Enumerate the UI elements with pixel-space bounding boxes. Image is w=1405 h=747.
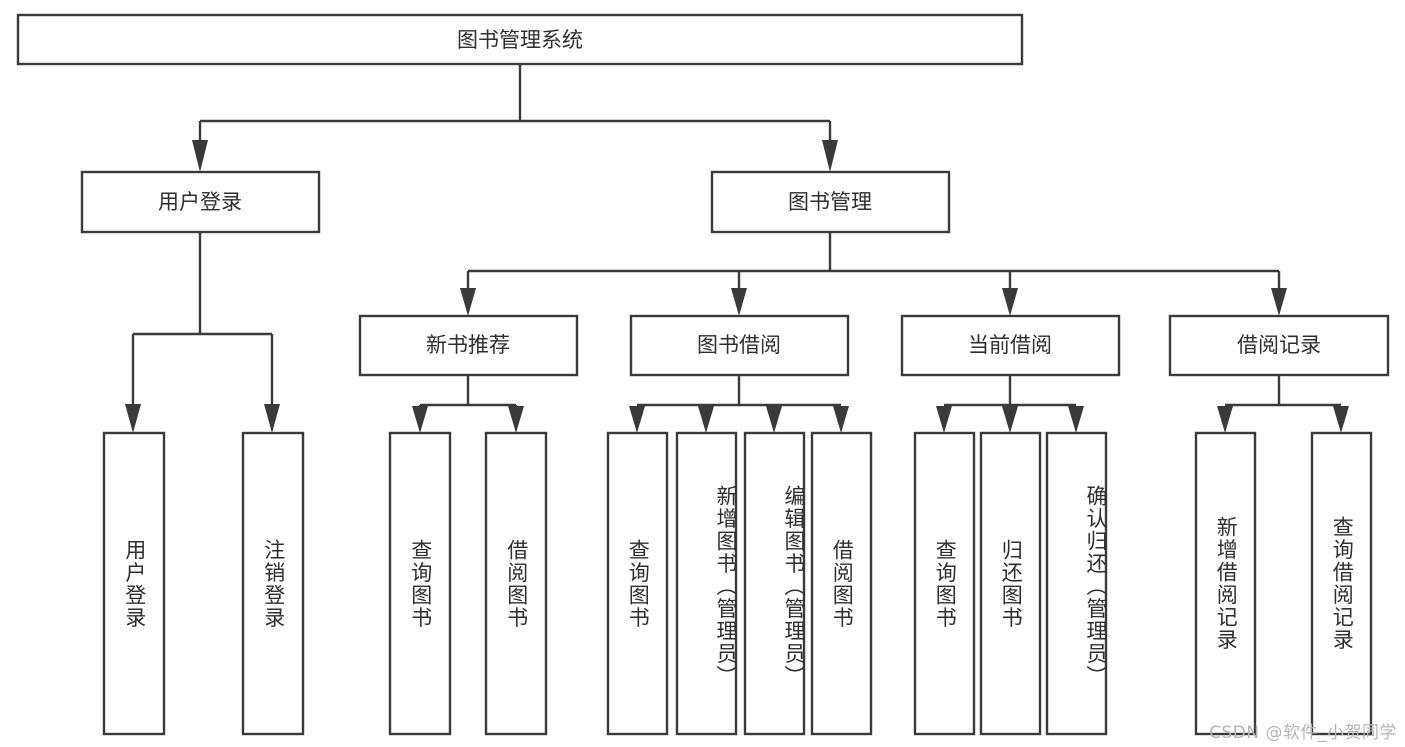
arrow-head-leaf-confirm-return (1068, 406, 1084, 433)
watermark: CSDN @软件_小贺同学 (1209, 723, 1397, 743)
label-borrow-record: 借阅记录 (1237, 333, 1321, 357)
node-box-new-book-recommend[interactable] (358, 314, 579, 377)
label-book-manage: 图书管理 (788, 190, 872, 214)
arrow-head-leaf-borrow-book-2 (833, 406, 849, 433)
arrow-head-leaf-query-book-3 (936, 406, 952, 433)
node-box-leaf-query-book-1[interactable] (388, 431, 452, 736)
node-box-leaf-confirm-return[interactable] (1045, 431, 1108, 736)
arrow-head-leaf-borrow-book-1 (508, 406, 524, 433)
node-box-leaf-query-book-3[interactable] (913, 431, 976, 736)
label-new-book-recommend: 新书推荐 (426, 333, 510, 357)
label-user-login: 用户登录 (158, 190, 242, 214)
arrow-head-leaf-edit-book (766, 406, 782, 433)
arrow-head-current-borrow (1002, 288, 1018, 316)
node-box-borrow-record[interactable] (1168, 314, 1390, 377)
node-box-leaf-logout[interactable] (241, 431, 305, 736)
node-box-leaf-query-record[interactable] (1310, 431, 1373, 736)
node-box-book-borrow[interactable] (629, 314, 850, 377)
arrow-head-leaf-add-record (1217, 406, 1233, 433)
node-box-layer (16, 13, 1390, 736)
node-box-leaf-borrow-book-1[interactable] (484, 431, 548, 736)
node-box-leaf-borrow-book-2[interactable] (810, 431, 873, 736)
arrow-head-book-manage (822, 140, 838, 172)
connector-layer (125, 64, 1349, 433)
arrow-head-leaf-query-book-2 (629, 406, 645, 433)
node-box-book-manage[interactable] (710, 170, 951, 234)
arrow-head-leaf-user-login (125, 404, 141, 433)
arrow-head-new-book-recommend (460, 288, 476, 316)
label-root: 图书管理系统 (457, 28, 583, 52)
node-box-leaf-edit-book[interactable] (743, 431, 806, 736)
node-box-current-borrow[interactable] (900, 314, 1121, 377)
arrow-head-leaf-query-record (1333, 406, 1349, 433)
arrow-head-user-login (192, 140, 208, 172)
horizontal-label-layer: 图书管理系统 用户登录 图书管理 新书推荐 图书借阅 当前借阅 借阅记录 (158, 28, 1321, 357)
arrow-head-leaf-return-book (1002, 406, 1018, 433)
node-box-root[interactable] (16, 13, 1024, 66)
arrow-head-borrow-record (1271, 288, 1287, 316)
node-box-leaf-add-book[interactable] (675, 431, 738, 736)
arrow-head-book-borrow (731, 288, 747, 316)
node-box-user-login[interactable] (80, 170, 321, 234)
arrow-head-leaf-query-book-1 (412, 406, 428, 433)
label-book-borrow: 图书借阅 (697, 333, 781, 357)
label-current-borrow: 当前借阅 (968, 333, 1052, 357)
node-box-leaf-user-login[interactable] (102, 431, 166, 736)
arrow-head-leaf-add-book (698, 406, 714, 433)
node-box-leaf-add-record[interactable] (1194, 431, 1257, 736)
node-box-leaf-return-book[interactable] (979, 431, 1042, 736)
node-box-leaf-query-book-2[interactable] (606, 431, 669, 736)
arrow-head-leaf-logout (264, 404, 280, 433)
